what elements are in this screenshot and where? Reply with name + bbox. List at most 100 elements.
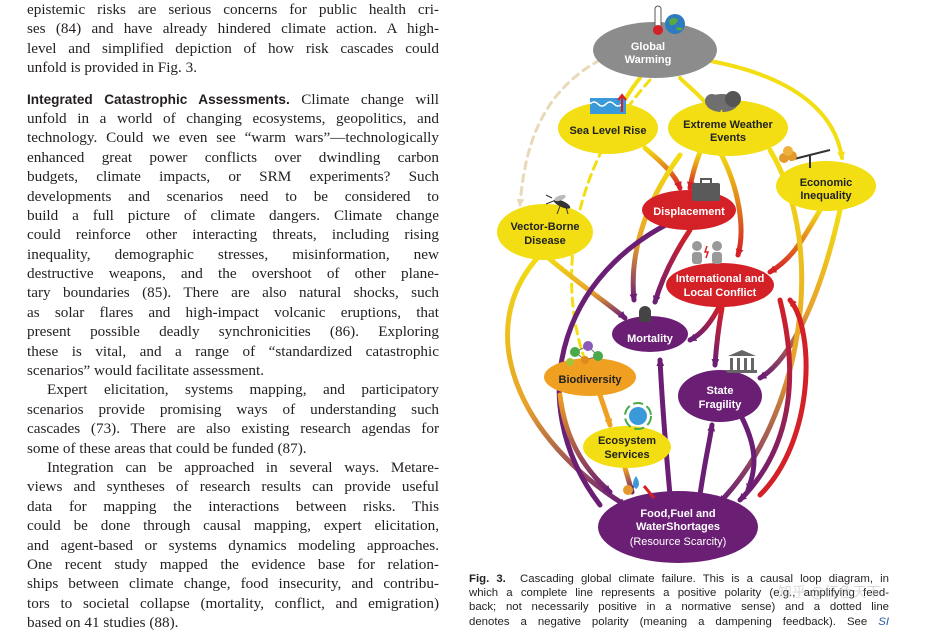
node-label: Local Conflict <box>684 287 757 299</box>
text-line: could be done through causal mapping, ex… <box>27 517 439 535</box>
text-line: technology. Could we even see “warm wars… <box>27 129 439 147</box>
text-line: as solar flares and high-impact volcanic… <box>27 303 439 321</box>
text-line: tors to societal collapse (mortality, co… <box>27 594 439 612</box>
tombstone-icon <box>639 306 651 322</box>
caption-text: back; not necessarily positive in a norm… <box>469 601 889 614</box>
node-label: Vector-Borne <box>510 221 579 233</box>
edge-food-fragility <box>697 422 716 498</box>
figure-caption: Fig. 3. Cascading global climate failure… <box>469 572 889 629</box>
node-label: Mortality <box>627 333 674 345</box>
edge-fragility-food <box>735 407 757 493</box>
edge-conflict-mortality <box>687 302 723 343</box>
government-building-icon <box>727 350 757 373</box>
paragraph-continued: epistemic risks are serious concerns for… <box>27 0 439 78</box>
text-line: cascades (73). There are also existing r… <box>27 420 439 438</box>
edge-conflict-fragility <box>711 305 725 368</box>
node-extreme-weather: Extreme Weather Events <box>668 91 788 156</box>
text-line: Integration can be approached in several… <box>47 458 439 476</box>
storm-cloud-icon <box>705 91 741 122</box>
text-line: enhanced great power conflicts over dwin… <box>27 148 439 166</box>
node-label: Warming <box>625 54 672 66</box>
caption-text: which a complete line represents a posit… <box>469 587 889 600</box>
water-drop-fuel-icon <box>623 476 656 499</box>
node-sea-level-rise: Sea Level Rise <box>558 93 658 154</box>
text-line: and agent-based or systems dynamics mode… <box>27 536 439 554</box>
people-conflict-icon <box>692 241 722 264</box>
edge-food-mortality <box>656 357 673 498</box>
node-label: Ecosystem <box>598 435 656 447</box>
edge-vector-mortality <box>542 252 628 321</box>
node-biodiversity: Biodiversity <box>544 341 636 396</box>
text-line: could reinforce other interacting threat… <box>27 226 439 244</box>
node-label: Sea Level Rise <box>569 125 646 137</box>
node-label: Services <box>604 449 649 461</box>
text-line: destructive weapons, and the overshoot o… <box>27 265 439 283</box>
edge-warming-inequality <box>703 58 846 160</box>
text-line: scenarios” would facilitate assessment. <box>27 362 265 380</box>
edge-vector-food <box>505 252 628 508</box>
text-line: build a full picture of climate dangers.… <box>27 206 439 224</box>
text-line: these is vital, and a range of “standard… <box>27 342 439 360</box>
si-link[interactable]: SI <box>878 615 889 628</box>
caption-text: denotes a negative polarity (meaning a d… <box>469 615 868 628</box>
text-line: views and syntheses of research results … <box>27 478 439 496</box>
edge-warming-vector <box>516 58 602 207</box>
node-state-fragility: State Fragility <box>678 350 762 422</box>
text-line: developments and scenarios need to be co… <box>27 187 439 205</box>
molecule-network-icon <box>566 341 603 366</box>
section-heading: Integrated Catastrophic Assessments. <box>27 91 290 107</box>
suitcase-icon <box>692 178 720 201</box>
node-label: (Resource Scarcity) <box>630 536 727 548</box>
edge-displacement-mortality <box>652 227 693 305</box>
text-line: scenarios provide promising ways of unde… <box>27 400 439 418</box>
node-ecosystem-services: Ecosystem Services <box>583 402 671 468</box>
body-text-column: epistemic risks are serious concerns for… <box>27 0 439 633</box>
node-label: Displacement <box>653 206 725 218</box>
text-line: budgets, climate impacts, or SRM experim… <box>27 168 439 186</box>
node-label: Biodiversity <box>559 374 623 386</box>
edge-food-conflict <box>757 297 809 498</box>
node-conflict: International and Local Conflict <box>666 241 774 307</box>
text-line: level and simplified depiction of how ri… <box>27 39 439 57</box>
node-label: Disease <box>524 235 566 247</box>
edge-weather-conflict <box>717 149 744 258</box>
text-line: ships between climate change, food insec… <box>27 575 439 593</box>
causal-loop-diagram: Global Warming Sea Level Rise Extreme We… <box>497 5 876 563</box>
node-label: Food,Fuel and <box>640 508 715 520</box>
edge-biodiversity-food <box>557 392 613 495</box>
text-line: tary boundaries (85). There are also nat… <box>27 284 439 302</box>
node-label: Extreme Weather <box>683 119 773 131</box>
node-label: Events <box>710 132 746 144</box>
mosquito-icon <box>545 194 571 215</box>
recycle-globe-icon <box>624 402 652 430</box>
edge-weather-mortality <box>629 152 683 303</box>
text-line: Climate change will <box>289 90 439 108</box>
edge-warming-weather <box>678 76 710 108</box>
paragraph-integrated-assessments: Integrated Catastrophic Assessments. Cli… <box>27 90 439 381</box>
watermark: 知乎 @红色天下 <box>778 585 881 601</box>
text-line: based on 41 studies (88). <box>27 614 179 632</box>
edge-weather-displacement <box>686 149 703 191</box>
edge-conflict-food <box>737 297 793 503</box>
node-label: Inequality <box>800 190 852 202</box>
caption-text: Cascading global climate failure. This i… <box>520 573 889 585</box>
paragraph-expert-elicitation: Expert elicitation, systems mapping, and… <box>27 380 439 458</box>
node-food-fuel-water: Food,Fuel and WaterShortages (Resource S… <box>598 476 758 563</box>
node-economic-inequality: Economic Inequality <box>776 146 876 211</box>
node-label: Economic <box>800 177 853 189</box>
node-vector-borne-disease: Vector-Borne Disease <box>497 194 593 260</box>
thermometer-globe-icon <box>653 5 685 35</box>
edge-inequality-fragility <box>757 207 843 381</box>
balance-coins-icon <box>779 146 831 168</box>
node-label: Fragility <box>699 399 743 411</box>
text-line: Expert elicitation, systems mapping, and… <box>47 381 439 399</box>
text-line: epistemic risks are serious concerns for… <box>27 1 439 18</box>
node-label: Global <box>631 41 665 53</box>
edge-food-displacement <box>556 207 703 508</box>
node-global-warming: Global Warming <box>593 5 717 78</box>
sea-wave-icon <box>589 93 627 114</box>
paragraph-integration: Integration can be approached in several… <box>27 458 439 633</box>
caption-label: Fig. 3. <box>469 573 506 585</box>
node-label: International and <box>676 273 765 285</box>
text-line: some of these areas that could be funded… <box>27 439 307 457</box>
